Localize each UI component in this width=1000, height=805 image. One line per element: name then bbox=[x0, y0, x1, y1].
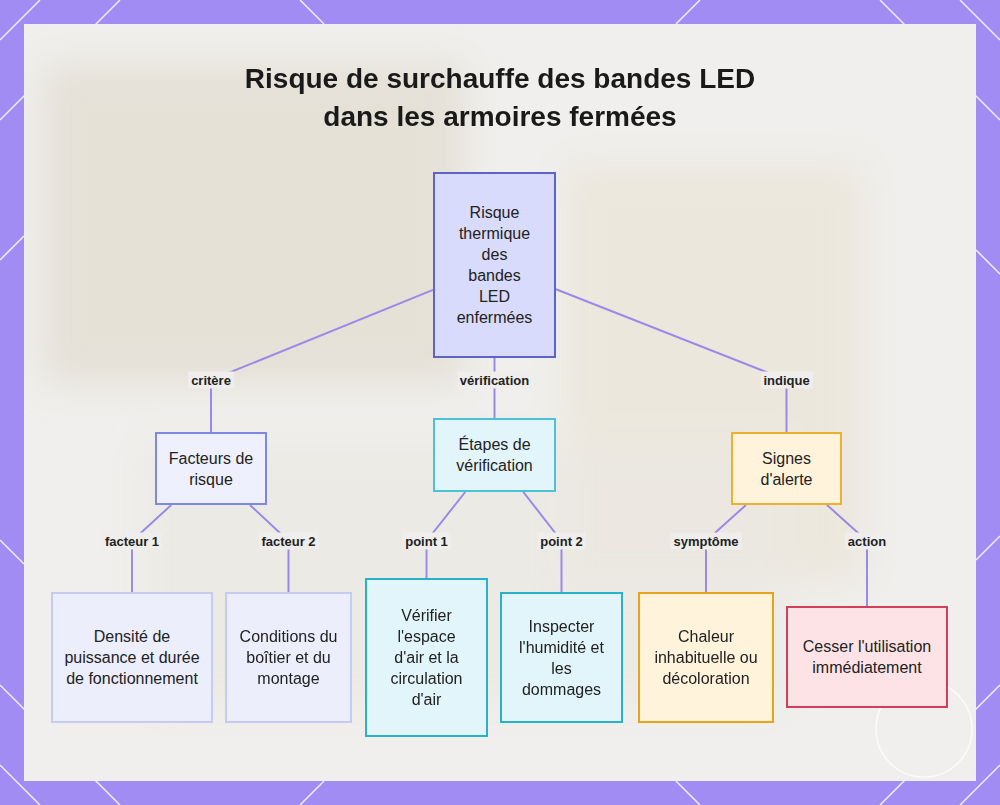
node-text-group: Cesser l'utilisation immédiatement bbox=[802, 636, 932, 678]
category-box: Facteurs de risque bbox=[155, 432, 267, 505]
node-text: Cesser l'utilisation immédiatement bbox=[802, 636, 932, 678]
node-text: Conditions du boîtier et du montage bbox=[239, 626, 338, 689]
edge-label: point 1 bbox=[402, 533, 451, 550]
leaf-box: Chaleur inhabituelle ou décoloration bbox=[638, 592, 774, 723]
node-text: Densité de puissance et durée de fonctio… bbox=[63, 626, 201, 689]
tree-connector bbox=[827, 505, 867, 606]
node-text-group: Signes d'alerte bbox=[741, 448, 832, 490]
node-text: Étapes de vérification bbox=[443, 434, 546, 476]
action-box: Cesser l'utilisation immédiatement bbox=[786, 606, 948, 708]
tree-connector bbox=[211, 290, 433, 432]
node-text: Chaleur inhabituelle ou décoloration bbox=[654, 626, 758, 689]
panel-fill bbox=[24, 24, 976, 781]
node-text-group: Conditions du boîtier et du montage bbox=[239, 626, 338, 689]
edge-label: facteur 1 bbox=[102, 533, 162, 550]
leaf-box: Inspecter l'humidité et les dommages bbox=[500, 592, 623, 723]
edge-label: indique bbox=[760, 372, 812, 389]
edge-label: critère bbox=[188, 372, 234, 389]
category-box: Signes d'alerte bbox=[731, 432, 842, 505]
diagram-title: Risque de surchauffe des bandes LED dans… bbox=[210, 60, 790, 136]
node-text-group: Facteurs de risque bbox=[165, 448, 257, 490]
node-text-group: Chaleur inhabituelle ou décoloration bbox=[654, 626, 758, 689]
node-text: Inspecter l'humidité et les dommages bbox=[516, 616, 607, 700]
node-text: Vérifier l'espace d'air et la circulatio… bbox=[381, 605, 472, 710]
root-box: Risque thermique des bandes LED enfermée… bbox=[433, 172, 556, 358]
node-text-group: Étapes de vérification bbox=[443, 434, 546, 476]
node-text-group: Risque thermique des bandes LED enfermée… bbox=[457, 202, 533, 328]
leaf-box: Conditions du boîtier et du montage bbox=[225, 592, 352, 723]
tree-connector bbox=[556, 289, 787, 432]
node-text-group: Inspecter l'humidité et les dommages bbox=[516, 616, 607, 700]
node-text: Signes d'alerte bbox=[741, 448, 832, 490]
leaf-box: Densité de puissance et durée de fonctio… bbox=[51, 592, 213, 723]
node-text: Facteurs de risque bbox=[165, 448, 257, 490]
leaf-box: Vérifier l'espace d'air et la circulatio… bbox=[365, 578, 488, 737]
edge-label: symptôme bbox=[670, 533, 741, 550]
edge-label: action bbox=[845, 533, 889, 550]
category-box: Étapes de vérification bbox=[433, 418, 556, 492]
edge-label: vérification bbox=[457, 372, 532, 389]
edge-label: point 2 bbox=[537, 533, 586, 550]
node-text: Risque thermique des bandes LED enfermée… bbox=[457, 202, 533, 328]
node-text-group: Vérifier l'espace d'air et la circulatio… bbox=[381, 605, 472, 710]
edge-label: facteur 2 bbox=[258, 533, 318, 550]
node-text-group: Densité de puissance et durée de fonctio… bbox=[63, 626, 201, 689]
